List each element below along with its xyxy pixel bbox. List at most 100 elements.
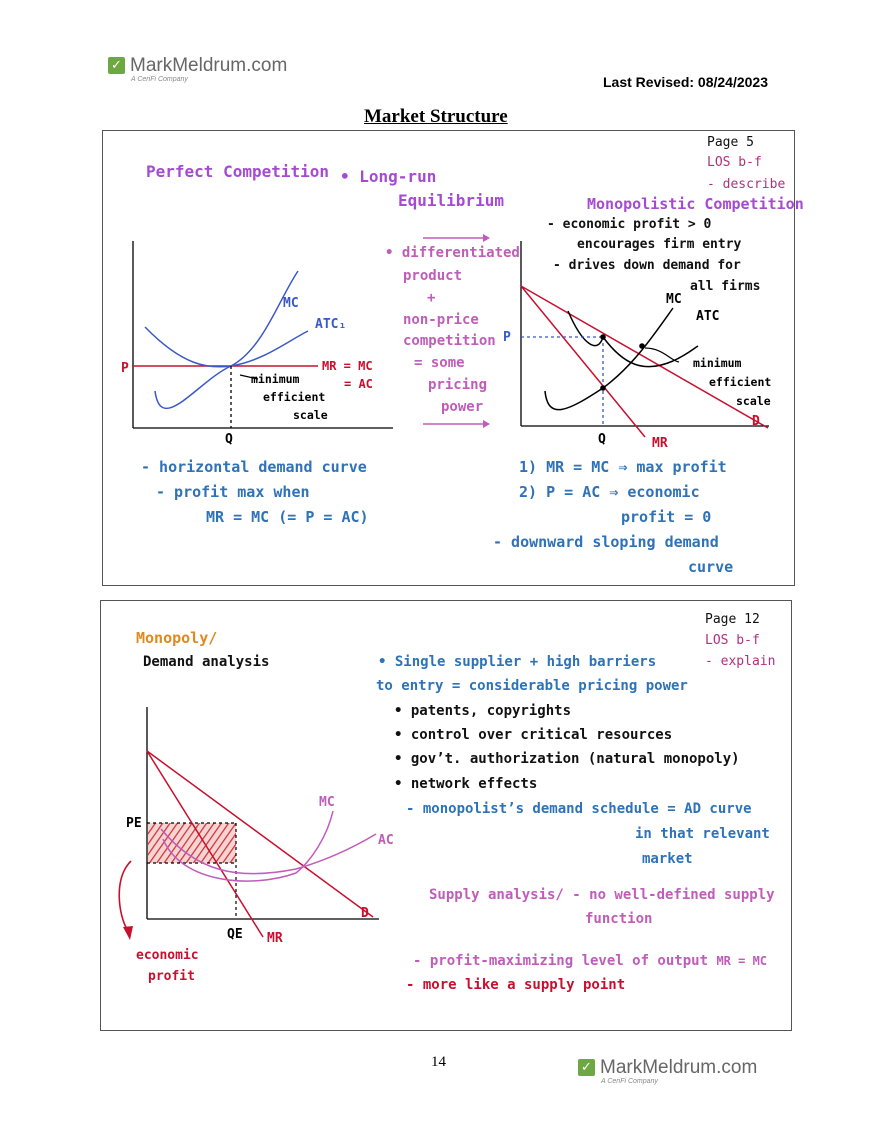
economic-profit-label-2: profit [148,969,195,984]
page-ref: Page 12 [705,612,760,627]
logo-text: MarkMeldrum.com [130,55,288,76]
mes-pointer [644,347,680,363]
right-bottom-note-4: - downward sloping demand [493,533,719,551]
right-bottom-note-3: profit = 0 [621,508,712,526]
profit-max-text: - profit-maximizing level of output [413,953,709,969]
profit-arrow-head [123,926,133,940]
right-bottom-note-5: curve [688,558,734,576]
p-label: P [503,330,511,345]
mc-label: MC [319,795,335,810]
panel-market-structure: Page 5 LOS b-f - describe Perfect Compet… [102,130,804,586]
mc-note-3: - drives down demand for [553,258,741,273]
single-supplier-2: to entry = considerable pricing power [376,678,688,694]
p-label: P [121,361,129,376]
bullet-2: • control over critical resources [394,727,673,743]
mr-label: MR [267,931,283,946]
economic-profit-label-1: economic [136,948,199,963]
mes-label-1: minimum [693,356,742,370]
panel-monopoly: Page 12 LOS b-f - explain Monopoly/ Dema… [100,600,792,1031]
middle-note-2: product [403,268,463,284]
header-logo: ✓ MarkMeldrum.com A CeriFi Company [108,55,287,83]
check-icon: ✓ [108,57,125,74]
monopoly-title: Monopoly/ [136,629,218,647]
last-revised: Last Revised: 08/24/2023 [603,74,768,90]
supply-analysis-1: Supply analysis/ - no well-defined suppl… [429,887,775,903]
bullet-3: • gov’t. authorization (natural monopoly… [394,751,740,767]
supply-analysis-2: function [585,911,653,927]
left-bottom-note-3: MR = MC (= P = AC) [206,508,369,526]
supply-point-note: - more like a supply point [406,977,626,993]
d-label: D [361,906,369,921]
mc-note-4: all firms [690,279,761,294]
ac-label: AC [378,833,394,848]
right-arrow-bottom [423,420,490,428]
atc-label: ATC [696,309,719,324]
profit-arrow [118,860,132,930]
mc-note-1: - economic profit > 0 [547,217,712,232]
mes-label-3: scale [293,408,328,422]
footer-logo: ✓ MarkMeldrum.com A CeriFi Company [578,1057,757,1085]
mc-curve [544,307,674,411]
single-supplier-1: • Single supplier + high barriers [378,654,657,670]
monopolistic-competition-graph: P Q MC ATC MR D minimum efficient scale [503,241,771,451]
right-bottom-note-1: 1) MR = MC ⇒ max profit [519,458,727,476]
middle-note-6: = some [414,355,465,371]
equilibrium-label: Equilibrium [398,191,504,210]
profit-max-rule: MR = MC [716,954,768,968]
middle-note-7: pricing [428,377,488,393]
monopolistic-competition-title: Monopolistic Competition [587,195,804,213]
mr-line [146,750,264,938]
page-ref: Page 5 [707,135,754,150]
page-title: Market Structure [364,106,508,127]
demand-analysis-label: Demand analysis [143,654,270,670]
mr-mc-dot [600,385,606,391]
right-arrow-top [423,234,490,242]
perfect-competition-title: Perfect Competition [146,162,330,181]
mes-label-3: scale [736,394,771,408]
right-bottom-note-2: 2) P = AC ⇒ economic [519,483,700,501]
qe-label: QE [227,927,243,942]
equilibrium-dot [600,334,606,340]
mc-curve [162,810,334,882]
middle-note-4: non-price [403,312,479,328]
mc-note-2: encourages firm entry [577,237,742,252]
d-label: D [752,414,760,429]
middle-note-3: + [427,290,436,306]
monopoly-graph: PE QE MC AC D MR economic profit [118,707,394,984]
middle-note-1: • differentiated [385,245,520,261]
left-bottom-note-2: - profit max when [156,483,310,501]
mr-label-1: MR = MC [322,359,373,373]
middle-note-5: competition [403,333,496,349]
logo-subtext: A CeriFi Company [131,76,188,83]
demand-schedule-3: market [642,851,693,867]
atc-curve [144,326,309,368]
middle-note-8: power [441,399,484,415]
atc-label: ATC₁ [315,317,346,332]
ac-curve [160,828,377,875]
los-action: - explain [705,654,776,669]
pe-label: PE [126,816,142,831]
perfect-competition-graph: P Q MC ATC₁ MR = MC = AC minimum efficie… [121,241,393,447]
mr-label: MR [652,436,668,451]
mes-label-2: efficient [709,375,771,389]
page-number: 14 [431,1054,446,1070]
bullet-1: • patents, copyrights [394,703,572,719]
mc-curve [154,270,299,409]
demand-line [146,750,374,918]
logo-text: MarkMeldrum.com [600,1057,758,1078]
atc-curve [567,310,699,368]
demand-schedule-2: in that relevant [635,826,770,842]
los-label: LOS b-f [707,155,762,170]
q-label: Q [225,432,233,447]
los-label: LOS b-f [705,633,760,648]
bullet-4: • network effects [394,776,538,792]
left-bottom-note-1: - horizontal demand curve [141,458,367,476]
q-label: Q [598,432,606,447]
mr-line [520,285,646,438]
check-icon: ✓ [578,1059,595,1076]
mes-pointer [239,374,259,380]
los-action: - describe [707,177,786,192]
long-run-label: • Long-run [340,167,437,186]
logo-subtext: A CeriFi Company [601,1078,658,1085]
mc-label: MC [666,292,682,307]
